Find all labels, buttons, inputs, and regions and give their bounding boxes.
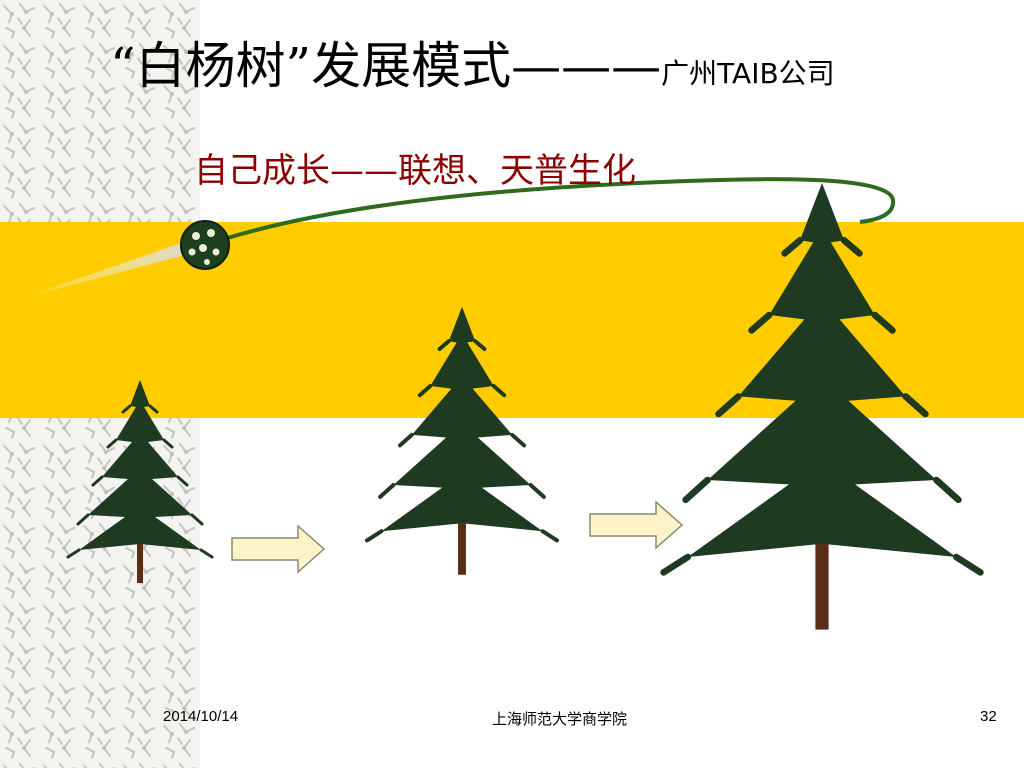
page-number: 32 xyxy=(980,708,997,725)
title-main: “白杨树”发展模式——— xyxy=(110,37,662,95)
seed-ball xyxy=(180,220,230,270)
slide-subtitle: 自己成长——联想、天普生化 xyxy=(194,151,636,191)
slide-title: “白杨树”发展模式———广州TAIB公司 xyxy=(110,40,940,93)
footer-school: 上海师范大学商学院 xyxy=(492,711,628,728)
footer-date: 2014/10/14 xyxy=(163,708,239,725)
arrow-right-icon xyxy=(589,500,684,550)
tree-small xyxy=(66,378,214,585)
arrow-right-icon xyxy=(231,524,326,574)
title-suffix: 广州TAIB公司 xyxy=(661,57,835,90)
tree-medium xyxy=(364,304,560,577)
tree-large xyxy=(664,183,981,630)
seed-tail xyxy=(16,240,196,300)
growth-arc xyxy=(199,177,896,249)
